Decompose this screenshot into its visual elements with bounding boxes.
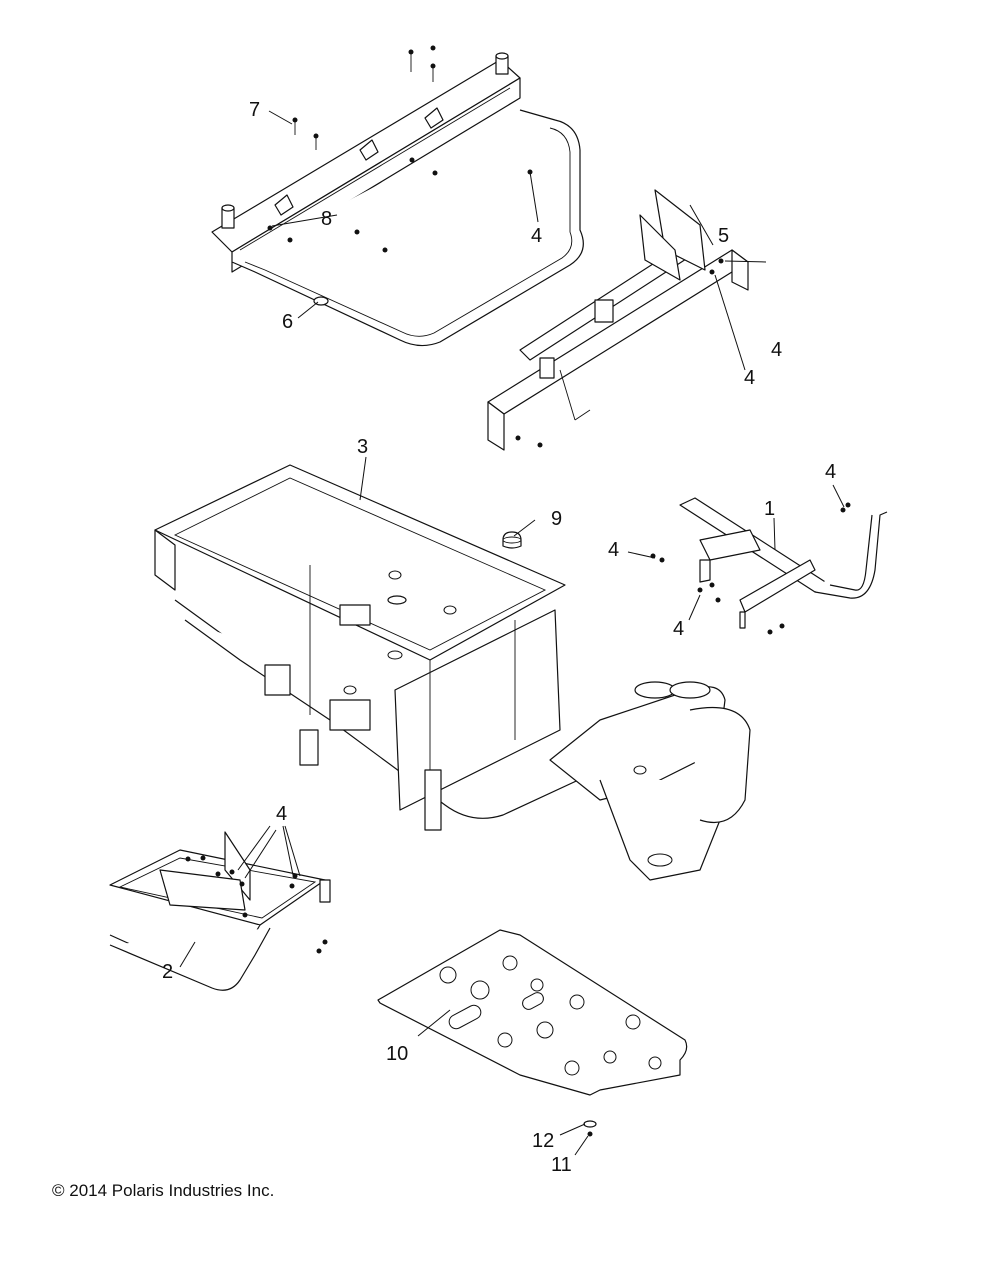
callout-1: 1: [764, 498, 775, 520]
callout-11: 11: [551, 1154, 572, 1176]
callout-4-rear-frame-upper: 4: [771, 339, 782, 361]
callout-3: 3: [357, 436, 368, 458]
leader-lines: [179, 110, 845, 1156]
callout-12: 12: [532, 1130, 554, 1152]
callout-4-bracket-left: 4: [608, 539, 619, 561]
callout-7: 7: [249, 99, 260, 121]
copyright-notice: © 2014 Polaris Industries Inc.: [52, 1181, 275, 1200]
callout-9: 9: [551, 508, 562, 530]
main-chassis: [154, 464, 751, 881]
callout-4-cargo-frame: 4: [531, 225, 542, 247]
skid-plate: [377, 929, 688, 1096]
cargo-frame-hardware: [267, 45, 533, 306]
cargo-box-frame: [211, 52, 584, 347]
rear-bracket: [650, 497, 888, 635]
callout-8: 8: [321, 208, 332, 230]
rear-cross-frame: [487, 189, 749, 451]
callout-labels: 1 2 3 4 4 4 4 4 4 4 5 6 7 8 9 10 11 12: [162, 99, 836, 1176]
callout-4-bracket-lower: 4: [673, 618, 684, 640]
callout-2: 2: [162, 961, 173, 983]
callout-4-bracket-top: 4: [825, 461, 836, 483]
callout-10: 10: [386, 1043, 408, 1065]
callout-4-front-bracket: 4: [276, 803, 287, 825]
skid-plate-hardware: [583, 1120, 597, 1137]
front-bracket: [109, 831, 331, 991]
grommet-plug: [502, 531, 522, 549]
callout-5: 5: [718, 225, 729, 247]
callout-4-rear-frame-lower: 4: [744, 367, 755, 389]
callout-6: 6: [282, 311, 293, 333]
